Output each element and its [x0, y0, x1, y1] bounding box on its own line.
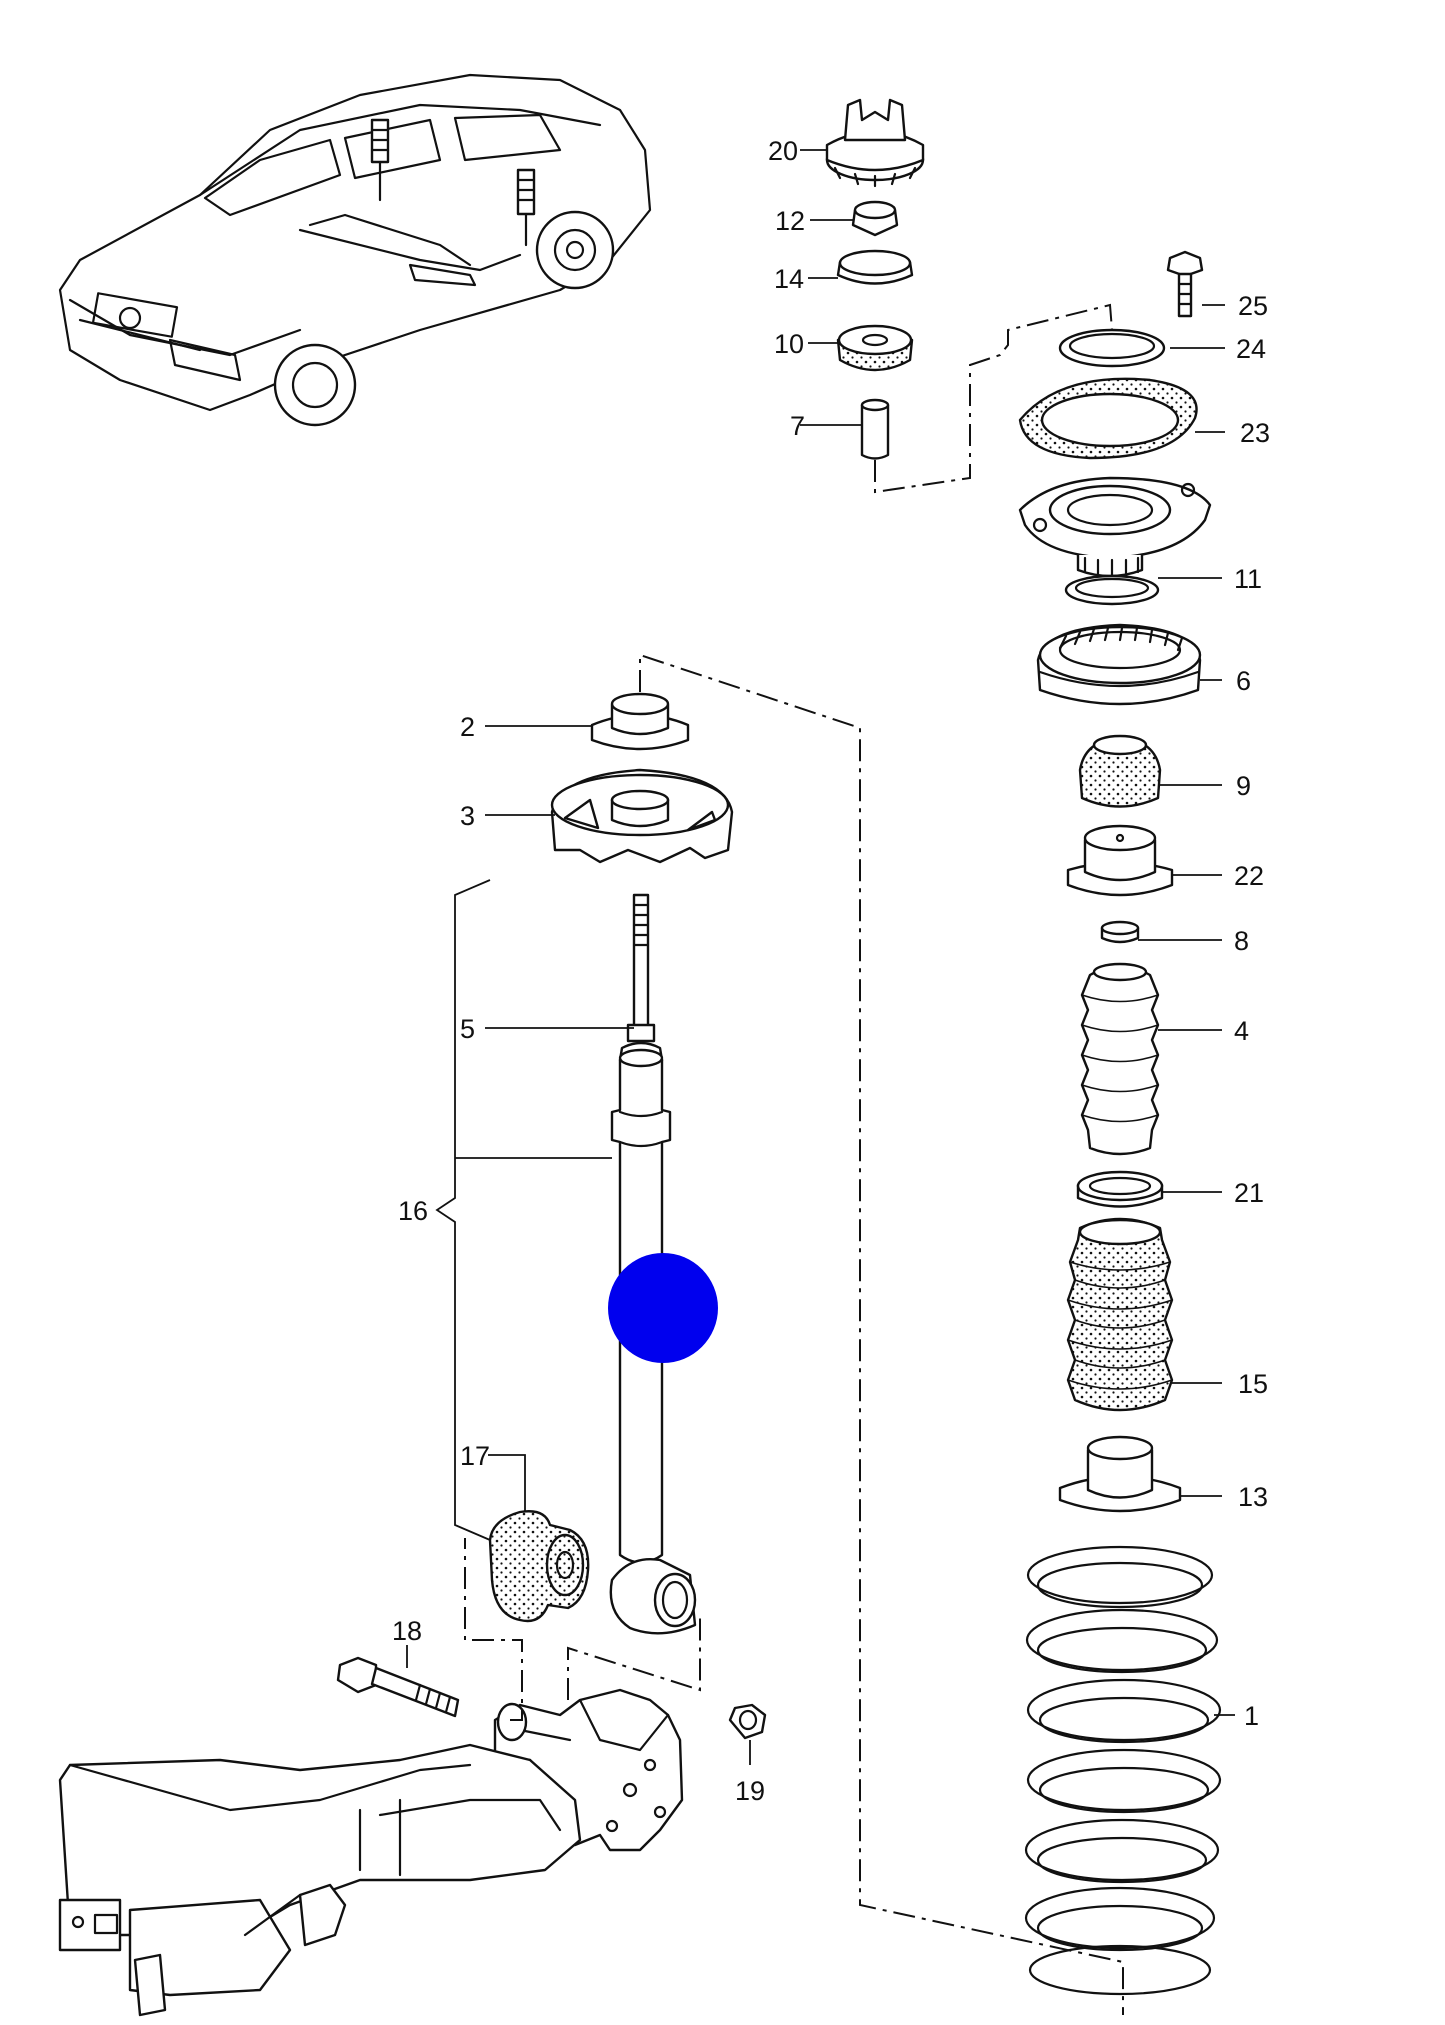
part-6-spring-seat [1036, 623, 1202, 706]
part-18-bolt [336, 1656, 460, 1718]
part-19-nut [728, 1703, 767, 1740]
callout-13: 13 [1238, 1482, 1268, 1512]
callout-9: 9 [1236, 771, 1251, 801]
part-4-bump-stop [1080, 962, 1160, 1156]
part-3-spring-plate [550, 768, 734, 864]
part-23-gasket [1018, 377, 1198, 460]
part-1-coil-spring [1024, 1545, 1222, 1996]
part-12-nut [851, 200, 899, 237]
part-2-sleeve-ring [590, 692, 690, 751]
callout-7: 7 [790, 411, 805, 441]
part-9-stop-buffer [1078, 734, 1162, 808]
rear-axle-beam [58, 1688, 684, 2017]
callout-2: 2 [460, 712, 475, 742]
callout-6: 6 [1236, 666, 1251, 696]
part-11-strut-mount [1018, 476, 1212, 606]
callout-23: 23 [1240, 418, 1270, 448]
part-22-dust-cap [1066, 824, 1174, 897]
callout-20: 20 [768, 136, 798, 166]
callout-16: 16 [398, 1196, 428, 1226]
callout-17: 17 [460, 1441, 490, 1471]
callout-3: 3 [460, 801, 475, 831]
part-14-cup-washer [836, 249, 914, 285]
selection-dot-icon[interactable] [608, 1253, 718, 1363]
callout-12: 12 [775, 206, 805, 236]
callout-8: 8 [1234, 926, 1249, 956]
part-21-ring [1076, 1170, 1164, 1208]
callout-22: 22 [1234, 861, 1264, 891]
callout-4: 4 [1234, 1016, 1249, 1046]
part-20-protective-cap [825, 98, 925, 188]
part-17-rubber-bush [488, 1510, 590, 1623]
part-24-sealing-ring [1058, 328, 1166, 368]
callout-19: 19 [735, 1776, 765, 1806]
leader-lines [406, 149, 1235, 1765]
callout-15: 15 [1238, 1369, 1268, 1399]
part-13-spring-cap [1058, 1435, 1182, 1513]
assembly-connector-lines [464, 303, 1124, 2015]
callout-11: 11 [1234, 564, 1262, 594]
callout-1: 1 [1244, 1701, 1259, 1731]
car-location-icon [58, 73, 652, 427]
part-8-ring [1100, 920, 1140, 944]
callout-21: 21 [1234, 1178, 1264, 1208]
callout-18: 18 [392, 1616, 422, 1646]
callout-25: 25 [1238, 291, 1268, 321]
callout-10: 10 [774, 329, 804, 359]
callout-24: 24 [1236, 334, 1266, 364]
callout-labels: 20 12 14 10 7 25 24 23 11 6 9 22 8 4 21 … [392, 136, 1270, 1806]
part-10-rubber-bushing [836, 324, 914, 372]
callout-14: 14 [774, 264, 804, 294]
callout-5: 5 [460, 1014, 475, 1044]
part-25-bolt [1166, 250, 1204, 318]
part-7-sleeve [860, 398, 890, 460]
part-15-protective-boot [1066, 1217, 1174, 1412]
